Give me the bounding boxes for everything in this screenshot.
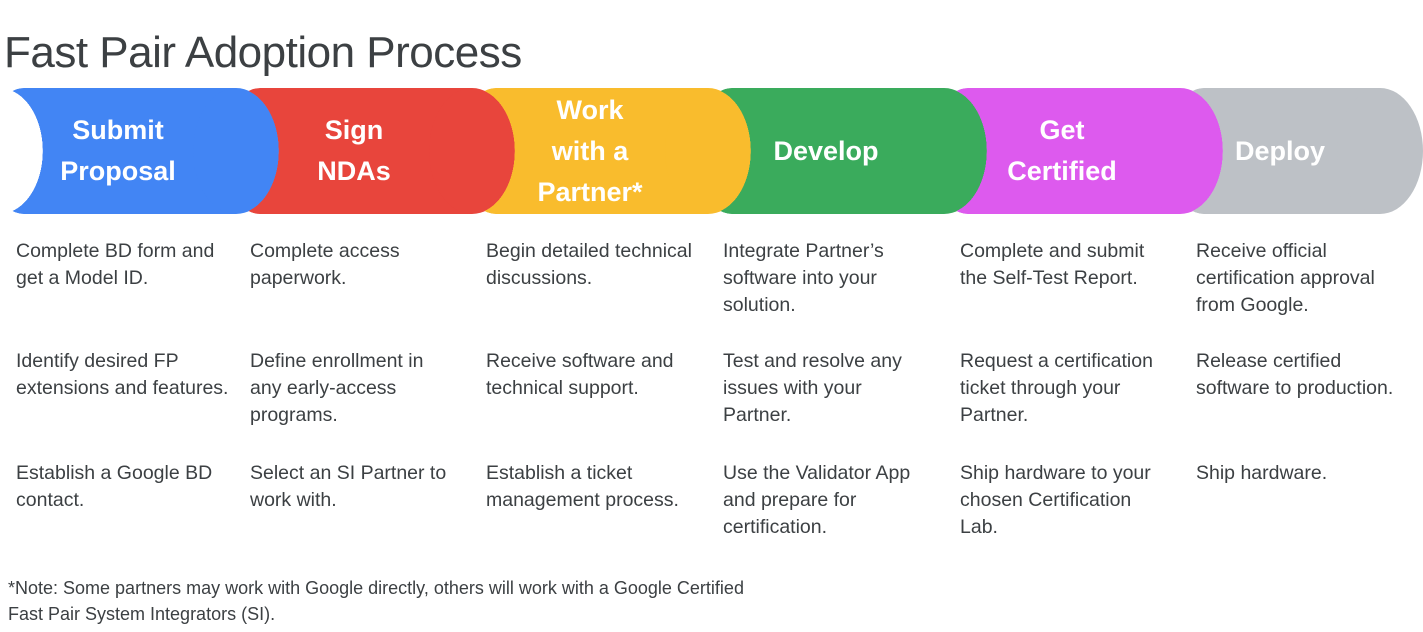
stage-bullet: Test and resolve any issues with your Pa… bbox=[723, 350, 902, 426]
process-stage-band: Submit Proposal Sign NDAs Work with a Pa… bbox=[0, 88, 1423, 214]
stage-label: Sign NDAs bbox=[317, 115, 391, 186]
chevron-nose bbox=[1337, 88, 1423, 214]
stage-label: Deploy bbox=[1234, 135, 1326, 166]
stage-bullet: Receive software and technical support. bbox=[486, 350, 674, 399]
stage-bullet: Identify desired FP extensions and featu… bbox=[16, 350, 229, 399]
stage-chevron-get-certified[interactable]: Get Certified bbox=[944, 88, 1223, 214]
stage-chevron-deploy[interactable]: Deploy bbox=[1180, 88, 1423, 214]
stage-bullet: Use the Validator App and prepare for ce… bbox=[723, 462, 911, 538]
stage-bullet: Release certified software to production… bbox=[1196, 350, 1394, 399]
stage-bullet: Select an SI Partner to work with. bbox=[250, 462, 447, 511]
stage-bullet: Integrate Partner’s software into your s… bbox=[723, 240, 884, 316]
stage-bullet: Ship hardware. bbox=[1196, 462, 1328, 484]
stage-bullet: Complete BD form and get a Model ID. bbox=[16, 240, 215, 289]
stage-bullet: Ship hardware to your chosen Certificati… bbox=[960, 462, 1151, 538]
stage-bullet: Complete and submit the Self-Test Report… bbox=[960, 240, 1145, 289]
stage-chevron-submit-proposal[interactable]: Submit Proposal bbox=[0, 88, 279, 214]
stage-bullet: Define enrollment in any early-access pr… bbox=[250, 350, 424, 426]
stage-label: Get Certified bbox=[1007, 115, 1117, 186]
stage-label: Work with a Partner* bbox=[537, 94, 643, 207]
stage-bullet: Request a certification ticket through y… bbox=[960, 350, 1153, 426]
stage-bullet: Begin detailed technical discussions. bbox=[486, 240, 692, 289]
stage-label: Submit Proposal bbox=[60, 115, 176, 186]
stage-detail-columns: Complete BD form and get a Model ID. Ide… bbox=[0, 238, 1423, 558]
stage-label: Develop bbox=[773, 135, 879, 166]
page-title: Fast Pair Adoption Process bbox=[4, 28, 522, 78]
footnote-text: *Note: Some partners may work with Googl… bbox=[8, 578, 744, 624]
stage-chevron-sign-ndas[interactable]: Sign NDAs bbox=[236, 88, 515, 214]
stage-bullet: Establish a Google BD contact. bbox=[16, 462, 213, 511]
stage-chevron-develop[interactable]: Develop bbox=[708, 88, 987, 214]
stage-bullet: Establish a ticket management process. bbox=[486, 462, 679, 511]
stage-bullet: Receive official certification approval … bbox=[1196, 240, 1375, 316]
stage-chevron-work-with-a-partner[interactable]: Work with a Partner* bbox=[472, 88, 751, 214]
stage-bullet: Complete access paperwork. bbox=[250, 240, 400, 289]
